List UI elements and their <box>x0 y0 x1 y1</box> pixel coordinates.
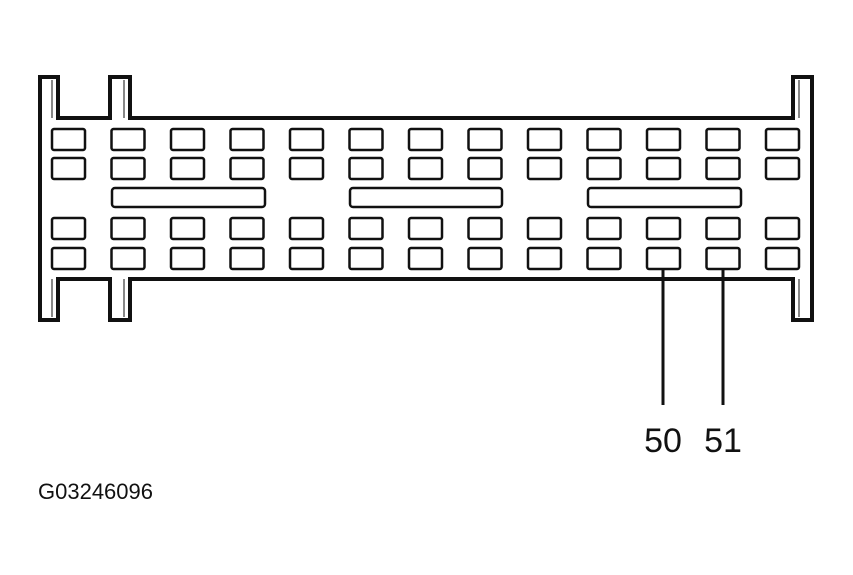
pin-cavity-r2-c9 <box>526 156 563 181</box>
pin-label-51: 51 <box>704 422 742 460</box>
pin-cavity-r1-c11 <box>645 127 682 152</box>
pin-cavity-r3-c2 <box>110 216 146 241</box>
pin-cavity-r2-c8 <box>467 156 503 181</box>
pin-cavity-r3-c10 <box>586 216 622 241</box>
pin-cavity-r4-c13 <box>764 246 801 271</box>
pin-cavity-r3-c6 <box>348 216 384 241</box>
pin-cavity-r3-c7 <box>407 216 444 241</box>
pin-cavity-r1-c7 <box>407 127 444 152</box>
pin-cavity-r2-c7 <box>407 156 444 181</box>
pin-cavity-r2-c1 <box>50 156 87 181</box>
pin-cavity-r2-c12 <box>705 156 741 181</box>
key-slot-center <box>348 186 504 209</box>
pin-cavity-r1-c13 <box>764 127 801 152</box>
pin-cavity-r1-c6 <box>348 127 384 152</box>
pin-cavity-r4-c7 <box>407 246 444 271</box>
pin-cavity-r3-c13 <box>764 216 801 241</box>
pin-cavity-r4-c2 <box>110 246 146 271</box>
key-slot-left <box>110 186 267 209</box>
pin-cavity-r1-c8 <box>467 127 503 152</box>
pin-cavity-r4-c12 <box>705 246 741 271</box>
pin-cavity-r3-c1 <box>50 216 87 241</box>
pin-cavity-r4-c1 <box>50 246 87 271</box>
pin-cavity-r1-c10 <box>586 127 622 152</box>
pin-cavity-r2-c10 <box>586 156 622 181</box>
pin-cavity-r3-c3 <box>169 216 206 241</box>
figure-id: G03246096 <box>38 479 153 504</box>
pin-cavity-r3-c11 <box>645 216 682 241</box>
pin-cavity-r2-c11 <box>645 156 682 181</box>
pin-cavity-r2-c13 <box>764 156 801 181</box>
key-slots <box>110 186 743 209</box>
pin-cavity-r4-c5 <box>288 246 325 271</box>
pin-cavity-r4-c8 <box>467 246 503 271</box>
pin-grid <box>50 127 801 271</box>
pin-label-50: 50 <box>644 422 682 460</box>
pin-cavity-r1-c4 <box>229 127 265 152</box>
pin-cavity-r1-c12 <box>705 127 741 152</box>
pin-cavity-r4-c11 <box>645 246 682 271</box>
pin-cavity-r3-c12 <box>705 216 741 241</box>
pin-cavity-r1-c3 <box>169 127 206 152</box>
pin-cavity-r2-c4 <box>229 156 265 181</box>
pin-cavity-r4-c3 <box>169 246 206 271</box>
pin-cavity-r4-c6 <box>348 246 384 271</box>
pin-cavity-r1-c2 <box>110 127 146 152</box>
pin-cavity-r1-c9 <box>526 127 563 152</box>
pin-cavity-r1-c1 <box>50 127 87 152</box>
pin-cavity-r3-c9 <box>526 216 563 241</box>
pin-cavity-r4-c9 <box>526 246 563 271</box>
pin-cavity-r2-c2 <box>110 156 146 181</box>
pin-cavity-r3-c8 <box>467 216 503 241</box>
pin-cavity-r2-c6 <box>348 156 384 181</box>
pin-cavity-r1-c5 <box>288 127 325 152</box>
pin-cavity-r2-c5 <box>288 156 325 181</box>
pin-cavity-r4-c10 <box>586 246 622 271</box>
pin-cavity-r3-c4 <box>229 216 265 241</box>
key-slot-right <box>586 186 743 209</box>
pin-cavity-r2-c3 <box>169 156 206 181</box>
callouts: 50 51 <box>644 268 742 460</box>
pin-cavity-r3-c5 <box>288 216 325 241</box>
pin-cavity-r4-c4 <box>229 246 265 271</box>
